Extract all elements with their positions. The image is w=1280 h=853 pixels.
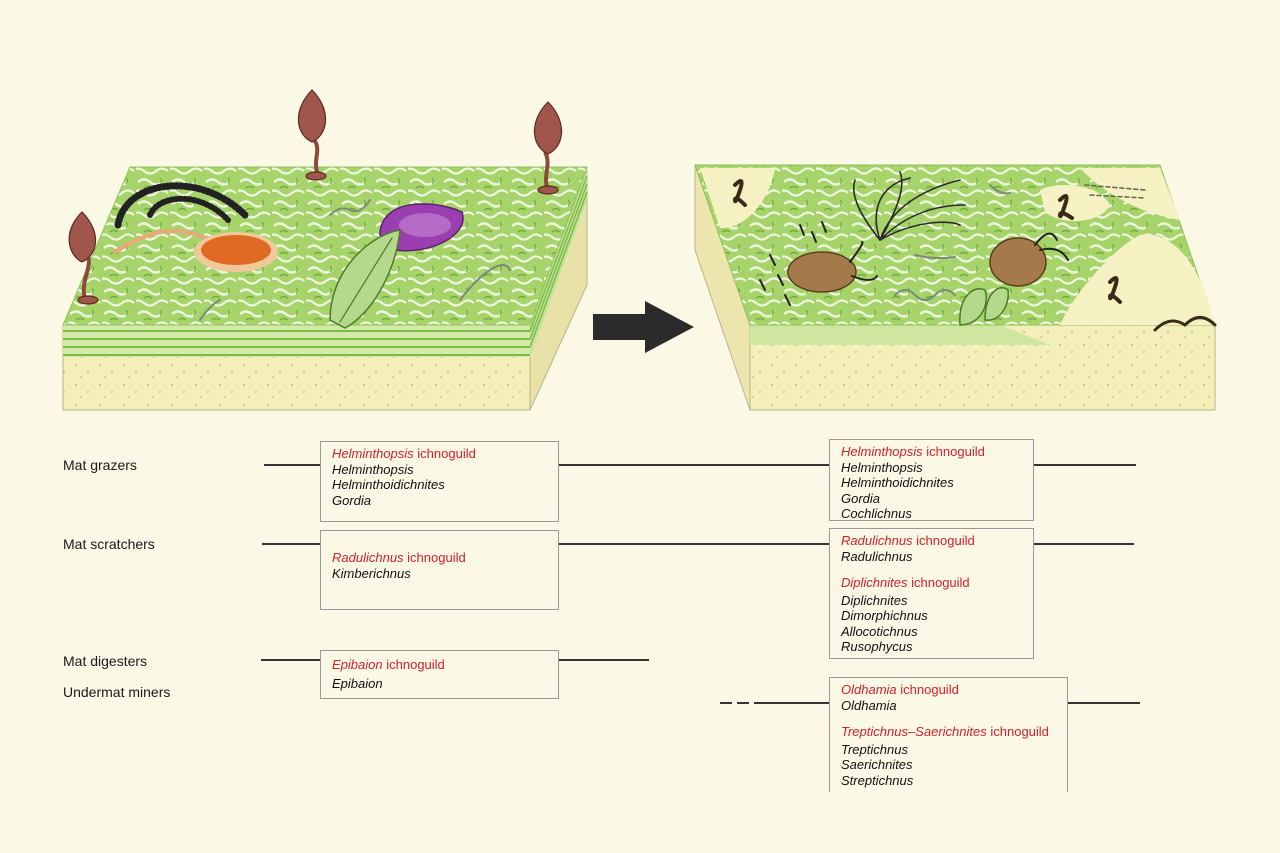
taxon: Helminthopsis <box>841 459 923 475</box>
transition-arrow <box>593 301 694 353</box>
taxon: Oldhamia <box>841 697 897 713</box>
guild-label: Helminthopsis ichnoguild <box>841 444 985 459</box>
guild-label: Oldhamia ichnoguild <box>841 682 959 697</box>
taxon: Streptichnus <box>841 772 914 788</box>
guild-label: Diplichnites ichnoguild <box>841 575 970 590</box>
taxon: Diplichnites <box>841 592 908 608</box>
taxon: Saerichnites <box>841 757 913 772</box>
taxon: Rusophycus <box>841 639 913 654</box>
taxon: Cochlichnus <box>841 506 912 521</box>
taxon: Epibaion <box>332 676 383 691</box>
after-scratchers-box: Radulichnus ichnoguild Radulichnus Dipli… <box>829 528 1034 659</box>
ecosystem-illustration <box>62 89 1217 411</box>
before-digesters-box: Epibaion ichnoguild Epibaion <box>320 650 559 699</box>
row-label-mat-scratchers: Mat scratchers <box>63 536 155 552</box>
taxon: Helminthopsis <box>332 461 414 477</box>
before-organisms <box>113 182 511 329</box>
row-label-mat-digesters: Mat digesters <box>63 653 148 669</box>
taxon: Allocotichnus <box>841 623 918 639</box>
taxon: Helminthoidichnites <box>841 475 954 490</box>
guild-label: Radulichnus ichnoguild <box>332 550 466 565</box>
before-grazers-box: Helminthopsis ichnoguild Helminthopsis H… <box>320 441 559 522</box>
before-sediment-block <box>62 166 588 411</box>
guild-label: Treptichnus–Saerichnites ichnoguild <box>841 724 1049 739</box>
after-miners-box: Oldhamia ichnoguild Oldhamia Treptichnus… <box>829 677 1068 792</box>
taxon: Dimorphichnus <box>841 608 928 623</box>
after-organisms <box>732 171 1217 332</box>
taxon: Kimberichnus <box>332 565 411 581</box>
timeline-mat-grazers <box>264 464 1136 466</box>
row-label-undermat-miners: Undermat miners <box>63 684 171 700</box>
before-scratchers-box: Radulichnus ichnoguild Kimberichnus <box>320 530 559 610</box>
guild-label: Helminthopsis ichnoguild <box>332 446 476 461</box>
taxon: Radulichnus <box>841 548 913 564</box>
guild-label: Epibaion ichnoguild <box>332 657 445 672</box>
guild-label: Radulichnus ichnoguild <box>841 533 975 548</box>
timeline-undermat-dash <box>720 702 732 704</box>
timeline-mat-scratchers <box>262 543 1134 545</box>
taxon: Helminthoidichnites <box>332 477 445 492</box>
taxon: Gordia <box>332 492 372 508</box>
taxon: Treptichnus <box>841 741 908 757</box>
after-grazers-box: Helminthopsis ichnoguild Helminthopsis H… <box>829 439 1034 521</box>
row-label-mat-grazers: Mat grazers <box>63 457 137 473</box>
frond-fossils <box>68 89 563 305</box>
taxon: Gordia <box>841 490 881 506</box>
timeline-undermat-dash <box>737 702 749 704</box>
after-sediment-block <box>694 164 1216 411</box>
